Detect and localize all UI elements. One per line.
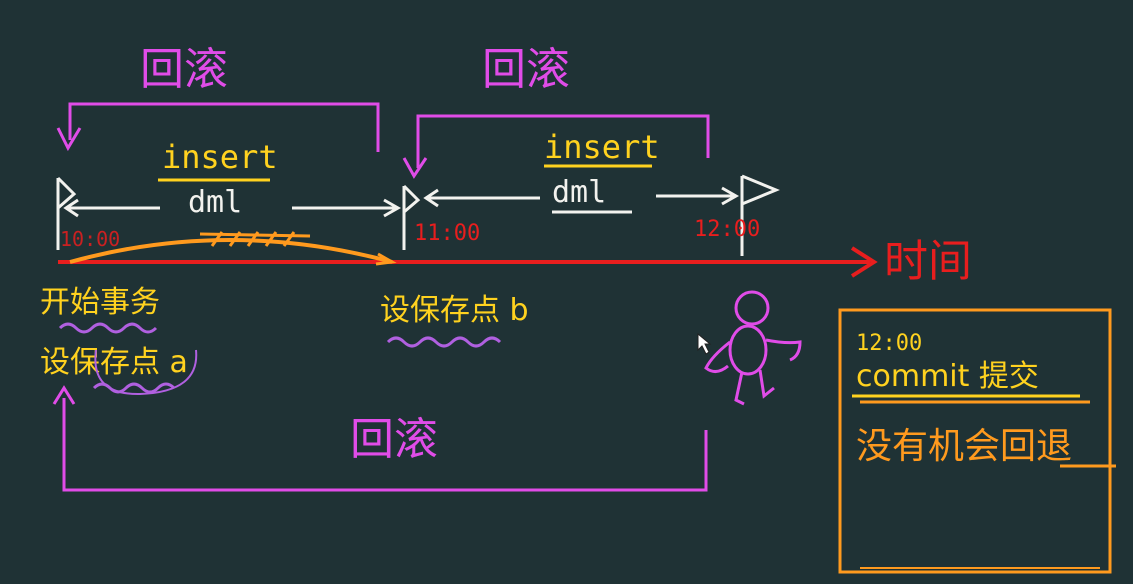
commit-box-time: 12:00 xyxy=(856,331,922,356)
time-label-start: 10:00 xyxy=(60,227,120,251)
insert-label-right: insert xyxy=(544,128,660,166)
commit-box-commit: commit 提交 xyxy=(856,359,1039,394)
rollback-arrowhead-bottom xyxy=(52,385,76,405)
wavy-underline-start xyxy=(58,322,158,334)
person-figure xyxy=(704,290,802,406)
flag-start xyxy=(56,176,77,250)
rollback-label-top-right: 回滚 xyxy=(482,44,570,95)
note-savepoint-a: 设保存点 a xyxy=(40,345,188,380)
time-label-mid: 11:00 xyxy=(414,221,480,246)
arrow-mid-to-end xyxy=(423,186,740,208)
rollback-label-top-left: 回滚 xyxy=(140,44,228,95)
arrow-start-to-mid xyxy=(63,198,402,218)
wavy-underline-b xyxy=(386,336,502,348)
flag-end xyxy=(740,174,780,256)
circle-a xyxy=(94,349,198,396)
insert-label-left: insert xyxy=(162,138,278,176)
rollback-bracket-bottom xyxy=(62,398,708,492)
rollback-arrowhead-top-right xyxy=(402,157,428,179)
dml-label-right: dml xyxy=(552,175,606,210)
progress-hatch xyxy=(199,231,311,247)
time-axis-label: 时间 xyxy=(884,236,972,287)
rollback-arrowhead-top-left xyxy=(56,127,82,152)
rollback-bracket-top-right xyxy=(416,114,710,168)
note-start-transaction: 开始事务 xyxy=(40,285,160,320)
mouse-cursor-icon xyxy=(697,332,712,355)
commit-box-note: 没有机会回退 xyxy=(856,426,1072,467)
time-label-end: 12:00 xyxy=(694,217,760,242)
progress-arc-tail xyxy=(375,252,397,266)
rollback-label-bottom: 回滚 xyxy=(350,414,438,465)
time-axis-arrowhead xyxy=(850,246,878,278)
note-savepoint-b: 设保存点 b xyxy=(380,293,529,328)
dml-label-left: dml xyxy=(188,185,242,220)
rollback-bracket-top-left xyxy=(68,102,380,152)
progress-arc xyxy=(69,238,393,264)
commit-box xyxy=(838,308,1112,574)
flag-mid xyxy=(402,184,421,250)
